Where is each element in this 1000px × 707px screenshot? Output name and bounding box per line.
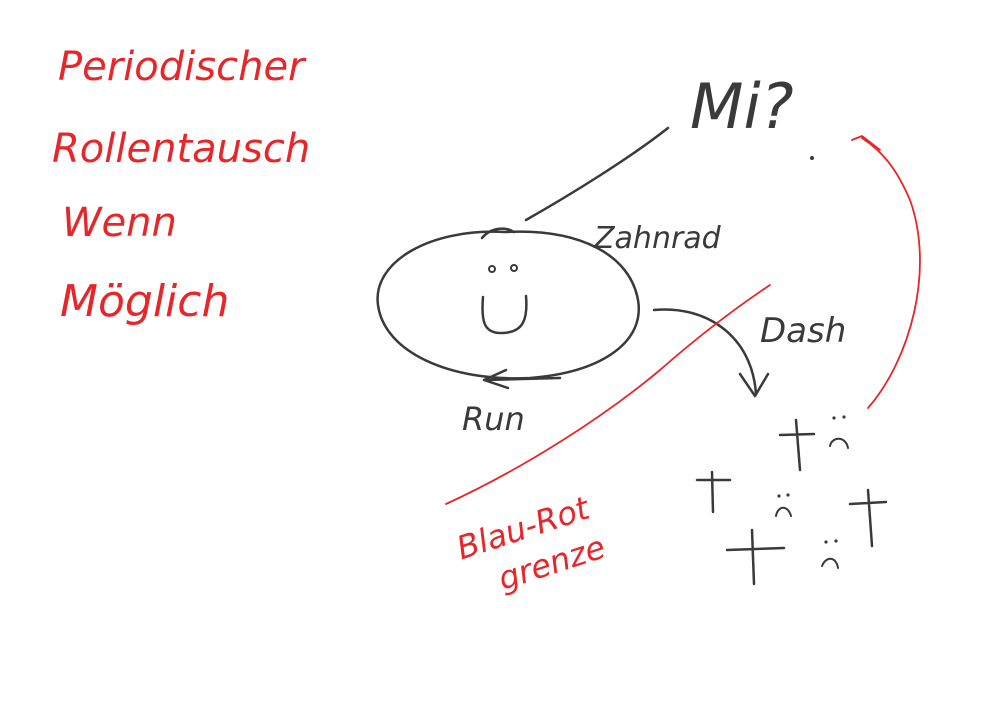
grave-cross-icon [848, 488, 888, 548]
question-dot [810, 156, 814, 160]
grave-cross-icon [725, 528, 839, 586]
blue-red-border-line [445, 284, 771, 505]
note-line-1: Periodischer [58, 44, 307, 90]
rotation-hook-top [480, 227, 516, 240]
border-label: Blau-Rot grenze [452, 488, 610, 597]
note-line-2: Rollentausch [52, 126, 310, 172]
grave-cross-icon [778, 415, 849, 472]
note-block: Periodischer Rollentausch Wenn Möglich [52, 44, 310, 327]
dash-arrow [652, 308, 770, 398]
note-line-4: Möglich [60, 276, 229, 327]
connector-to-question [524, 126, 670, 222]
run-label: Run [462, 400, 525, 438]
return-arrow [851, 135, 921, 409]
smiley-face-icon [481, 264, 528, 335]
note-line-3: Wenn [62, 200, 177, 246]
gear-label: Zahnrad [593, 221, 722, 256]
dash-label: Dash [760, 311, 846, 351]
graves-group [695, 415, 888, 586]
grave-cross-icon [695, 470, 792, 517]
run-arrow [482, 368, 562, 390]
question-label: Mi? [690, 70, 794, 143]
